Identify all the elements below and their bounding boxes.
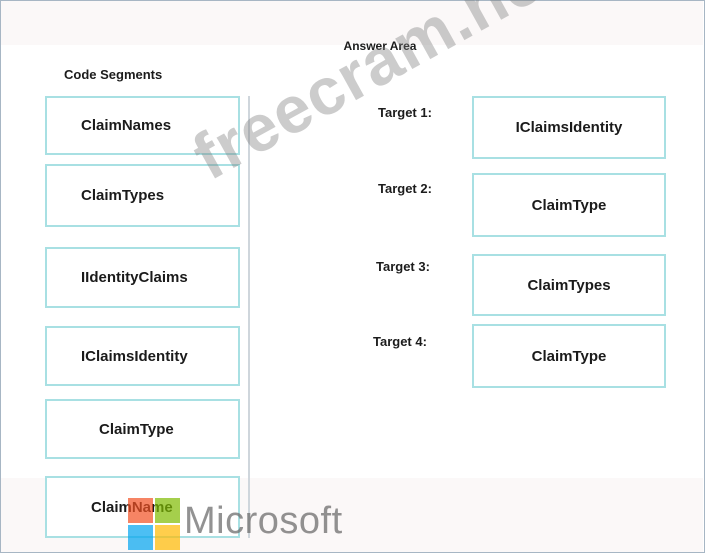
answer-area-title: Answer Area <box>343 39 417 53</box>
segment-iidentityclaims[interactable]: IIdentityClaims <box>45 247 240 308</box>
column-divider <box>248 96 250 538</box>
segment-claimnames[interactable]: ClaimNames <box>45 96 240 155</box>
target-2-dropzone[interactable]: ClaimType <box>472 173 666 237</box>
target-3-label: Target 3: <box>376 259 430 274</box>
segment-claimtype[interactable]: ClaimType <box>45 399 240 459</box>
segment-claimtypes[interactable]: ClaimTypes <box>45 164 240 227</box>
logo-square-blue <box>128 525 153 550</box>
microsoft-logo-text: Microsoft <box>184 500 343 542</box>
code-segments-title: Code Segments <box>64 67 163 82</box>
target-2-label: Target 2: <box>378 181 432 196</box>
microsoft-logo-icon <box>128 498 180 550</box>
target-1-label: Target 1: <box>378 105 432 120</box>
target-4-dropzone[interactable]: ClaimType <box>472 324 666 388</box>
header-band <box>1 1 703 45</box>
logo-square-yellow <box>155 525 180 550</box>
target-3-dropzone[interactable]: ClaimTypes <box>472 254 666 316</box>
target-4-label: Target 4: <box>373 334 427 349</box>
segment-iclaimsidentity[interactable]: IClaimsIdentity <box>45 326 240 386</box>
target-1-dropzone[interactable]: IClaimsIdentity <box>472 96 666 159</box>
logo-square-red <box>128 498 153 523</box>
logo-square-green <box>155 498 180 523</box>
